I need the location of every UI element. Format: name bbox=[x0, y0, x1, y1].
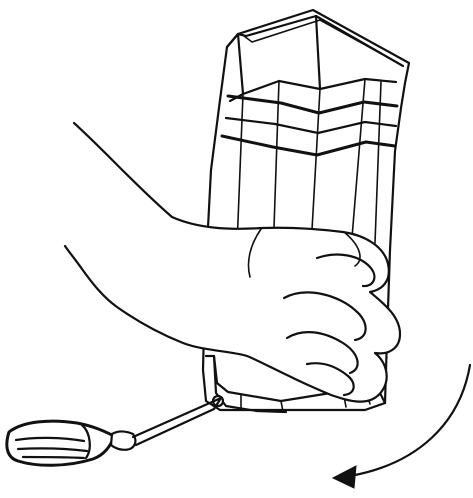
screwdriver bbox=[7, 398, 221, 465]
screwdriver-shaft bbox=[133, 402, 212, 437]
arrow-head bbox=[333, 466, 356, 488]
screwdriver-handle bbox=[7, 421, 114, 465]
screwdriver-shaft-lower bbox=[136, 409, 214, 445]
screwdriver-ferrule bbox=[111, 431, 135, 449]
handle-groove-3 bbox=[23, 457, 84, 458]
